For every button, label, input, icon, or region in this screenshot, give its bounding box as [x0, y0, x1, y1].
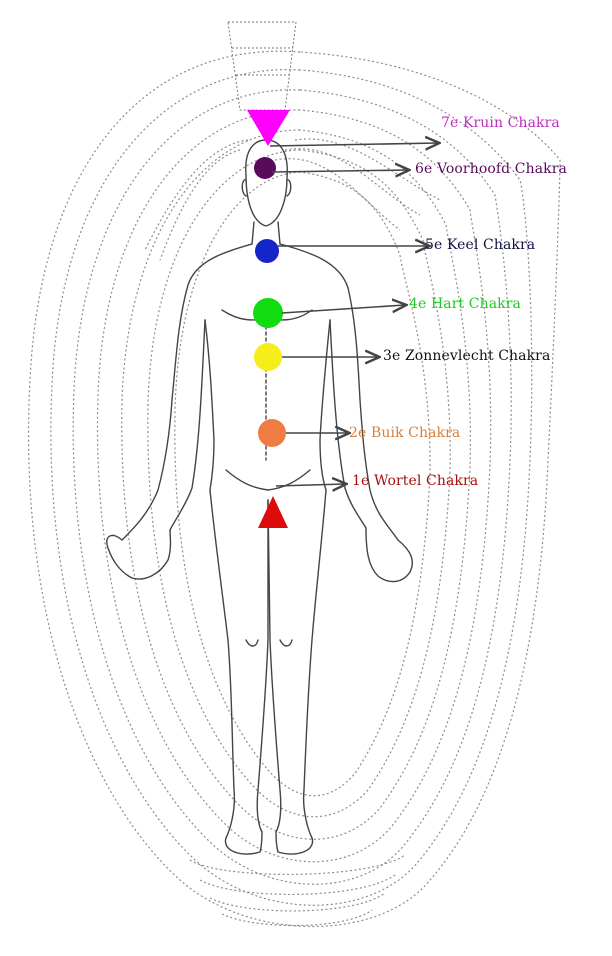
heart-arrow	[282, 305, 405, 313]
crown-chakra-label: 7e Kruin Chakra	[441, 115, 560, 131]
crown-cone	[228, 22, 296, 110]
third-eye-arrow	[272, 170, 408, 172]
root-chakra-label: 1e Wortel Chakra	[352, 473, 478, 489]
root-chakra-triangle	[258, 496, 288, 528]
third-eye-chakra-label: 6e Voorhoofd Chakra	[415, 161, 567, 177]
heart-chakra-label: 4e Hart Chakra	[409, 296, 521, 312]
crown-arrow	[270, 143, 438, 146]
solar-plexus-chakra-dot	[254, 343, 282, 371]
solar-plexus-chakra-label: 3e Zonnevlecht Chakra	[383, 348, 550, 364]
crown-chakra-triangle	[247, 110, 290, 146]
sacral-chakra-label: 2e Buik Chakra	[349, 425, 460, 441]
sacral-chakra-dot	[258, 419, 286, 447]
throat-chakra-dot	[255, 239, 279, 263]
aura-lines	[29, 51, 560, 926]
third-eye-chakra-dot	[254, 157, 276, 179]
heart-chakra-dot	[253, 298, 283, 328]
throat-chakra-label: 5e Keel Chakra	[425, 237, 535, 253]
